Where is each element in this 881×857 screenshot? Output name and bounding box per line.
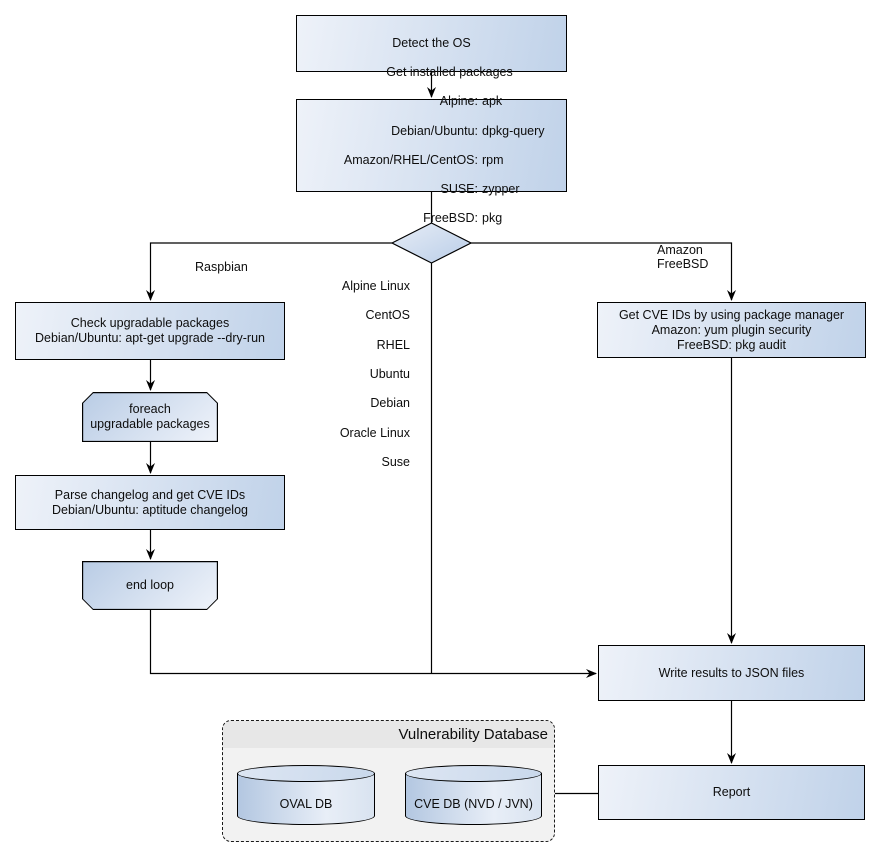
vulnerability-database-header: Vulnerability Database	[223, 721, 554, 748]
os-list-item: Ubuntu	[369, 366, 410, 381]
os-list-item: Oracle Linux	[339, 425, 410, 440]
installed-packages-list: Get installed packages Alpine: apk Debia…	[297, 51, 566, 241]
node-get-cve-ids-package-manager: Get CVE IDs by using package manager Ama…	[597, 302, 866, 358]
os-list-item: Alpine Linux	[341, 278, 410, 293]
node-get-cve-ids-label: Get CVE IDs by using package manager Ama…	[618, 307, 845, 352]
os-list-item: CentOS	[365, 308, 410, 323]
node-check-upgradable-packages: Check upgradable packages Debian/Ubuntu:…	[15, 302, 285, 360]
node-parse-changelog-label: Parse changelog and get CVE IDs Debian/U…	[52, 487, 248, 517]
edge-label-amazon-freebsd: Amazon FreeBSD	[657, 243, 709, 271]
oval-db-label: OVAL DB	[279, 797, 333, 811]
node-check-upgradable-label: Check upgradable packages Debian/Ubuntu:…	[35, 316, 265, 345]
node-write-results-json: Write results to JSON files	[598, 645, 865, 701]
package-row: FreeBSD: pkg	[423, 211, 503, 226]
node-foreach-loop-begin: foreach upgradable packages	[82, 392, 218, 442]
package-row: Debian/Ubuntu: dpkg-query	[391, 123, 545, 138]
arrowheads	[146, 87, 736, 764]
node-parse-changelog: Parse changelog and get CVE IDs Debian/U…	[15, 475, 285, 530]
node-end-loop-label: end loop	[126, 578, 174, 592]
decision-diamond	[390, 222, 473, 264]
database-oval-db: OVAL DB	[237, 765, 375, 825]
loop-shape-fill: end loop	[83, 562, 217, 609]
node-get-installed-packages: Get installed packages Alpine: apk Debia…	[296, 65, 567, 225]
node-foreach-label: foreach upgradable packages	[90, 402, 210, 431]
node-detect-os-label: Detect the OS	[392, 36, 471, 50]
package-row: Alpine: apk	[439, 94, 503, 109]
cylinder-top	[237, 765, 375, 782]
node-report: Report	[598, 765, 865, 820]
node-report-label: Report	[712, 785, 751, 799]
cylinder-body	[405, 773, 542, 825]
node-write-results-json-label: Write results to JSON files	[658, 665, 805, 680]
cve-db-label: CVE DB (NVD / JVN)	[414, 797, 533, 811]
installed-packages-title: Get installed packages	[386, 65, 513, 80]
package-row: SUSE: zypper	[440, 181, 520, 196]
vulnerability-database-title: Vulnerability Database	[398, 726, 548, 743]
loop-shape-fill: foreach upgradable packages	[83, 393, 217, 441]
os-list-item: Debian	[370, 396, 410, 411]
cylinder-top	[405, 765, 542, 782]
database-cve-db: CVE DB (NVD / JVN)	[405, 765, 542, 825]
node-end-loop: end loop	[82, 561, 218, 610]
os-list-item: RHEL	[376, 337, 410, 352]
edge-label-raspbian: Raspbian	[195, 260, 248, 274]
edge-label-os-list: Alpine Linux CentOS RHEL Ubuntu Debian O…	[280, 264, 410, 485]
package-row: Amazon/RHEL/CentOS: rpm	[343, 152, 504, 167]
os-list-item: Suse	[381, 455, 411, 470]
node-detect-os: Detect the OS	[296, 15, 567, 72]
